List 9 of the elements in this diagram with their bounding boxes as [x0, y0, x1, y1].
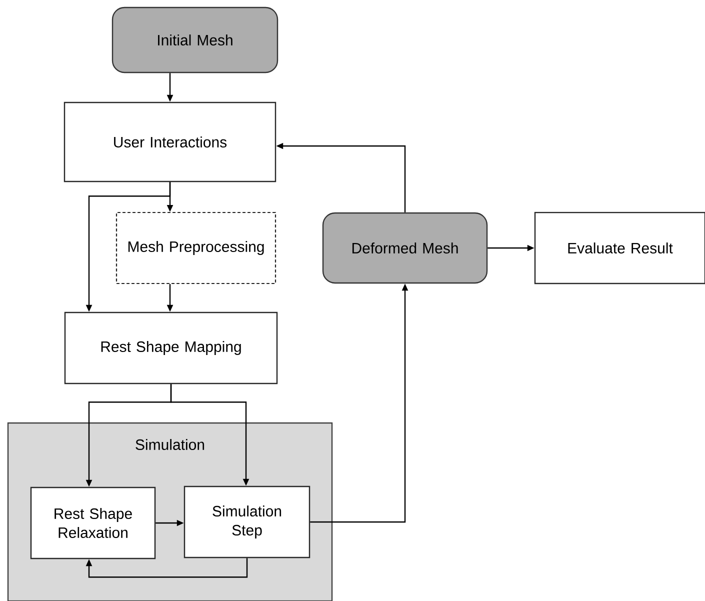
process-box: User Interactions — [64, 102, 276, 182]
optional-process-box: Mesh Preprocessing — [116, 212, 276, 284]
process-box: Simulation Step — [184, 486, 310, 558]
result-box: Deformed Mesh — [322, 212, 488, 284]
process-box: Evaluate Result — [534, 212, 705, 284]
process-box: Rest Shape Relaxation — [30, 486, 156, 560]
start-box: Initial Mesh — [112, 6, 278, 74]
process-box: Rest Shape Mapping — [64, 312, 278, 384]
arrow — [86, 558, 248, 578]
